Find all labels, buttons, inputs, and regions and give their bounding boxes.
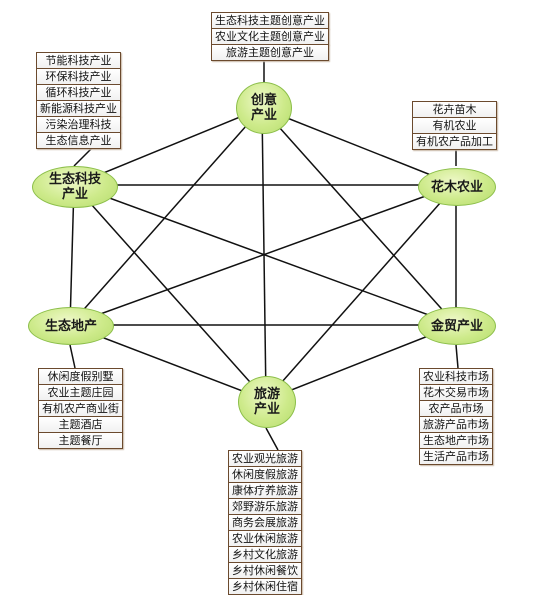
list-item: 污染治理科技 — [36, 116, 121, 133]
edge-huamu-dichan — [69, 184, 457, 326]
list-item: 循环科技产业 — [36, 84, 121, 101]
list-item: 休闲度假别墅 — [38, 368, 123, 385]
node-lvyou-label: 旅游 产业 — [253, 387, 280, 417]
list-item: 花卉苗木 — [412, 101, 497, 118]
list-item: 有机农产品加工 — [412, 133, 497, 150]
list-item: 旅游产品市场 — [419, 416, 493, 433]
connector-lower-left — [69, 344, 76, 369]
list-item: 农产品市场 — [419, 400, 493, 417]
list-item: 生活产品市场 — [419, 448, 493, 465]
list-item: 康体疗养旅游 — [228, 482, 302, 499]
connector-bottom — [265, 427, 279, 451]
list-item: 乡村休闲住宿 — [228, 578, 302, 595]
list-item: 休闲度假旅游 — [228, 466, 302, 483]
list-item: 生态科技主题创意产业 — [211, 12, 329, 29]
list-item: 乡村文化旅游 — [228, 546, 302, 563]
list-item: 有机农业 — [412, 117, 497, 134]
edge-keji-lvyou — [73, 184, 267, 401]
list-item: 郊野游乐旅游 — [228, 498, 302, 515]
list-item: 节能科技产业 — [36, 52, 121, 69]
node-jinmao: 金贸产业 — [418, 307, 496, 345]
node-huamu-label: 花木农业 — [430, 179, 483, 195]
list-upper-right: 花卉苗木 有机农业 有机农产品加工 — [412, 101, 497, 150]
edge-jinmao-lvyou — [265, 324, 457, 401]
node-chuangyi: 创意 产业 — [236, 82, 292, 134]
list-item: 旅游主题创意产业 — [211, 44, 329, 61]
edge-chuangyi-huamu — [261, 107, 457, 186]
list-upper-left: 节能科技产业 环保科技产业 循环科技产业 新能源科技产业 污染治理科技 生态信息… — [36, 52, 121, 149]
connector-upper-left — [73, 145, 95, 167]
edge-huamu-lvyou — [265, 184, 457, 401]
list-item: 生态地产市场 — [419, 432, 493, 449]
edge-chuangyi-jinmao — [261, 107, 457, 326]
list-lower-right: 农业科技市场 花木交易市场 农产品市场 旅游产品市场 生态地产市场 生活产品市场 — [419, 368, 493, 465]
node-shengtai-keji: 生态科技 产业 — [32, 166, 118, 208]
list-item: 花木交易市场 — [419, 384, 493, 401]
list-item: 环保科技产业 — [36, 68, 121, 85]
connector-lower-right — [455, 344, 459, 369]
list-item: 农业文化主题创意产业 — [211, 28, 329, 45]
list-item: 农业观光旅游 — [228, 450, 302, 467]
node-shengtai-keji-label: 生态科技 产业 — [48, 172, 101, 202]
node-lvyou: 旅游 产业 — [238, 376, 296, 428]
list-item: 生态信息产业 — [36, 132, 121, 149]
list-item: 乡村休闲餐饮 — [228, 562, 302, 579]
list-lower-left: 休闲度假别墅 农业主题庄园 有机农产商业街 主题酒店 主题餐厅 — [38, 368, 123, 449]
node-shengtai-dichan-label: 生态地产 — [44, 318, 97, 334]
list-top: 生态科技主题创意产业 农业文化主题创意产业 旅游主题创意产业 — [211, 12, 329, 61]
node-shengtai-dichan: 生态地产 — [28, 307, 114, 345]
node-jinmao-label: 金贸产业 — [430, 318, 483, 334]
list-item: 农业主题庄园 — [38, 384, 123, 401]
edge-chuangyi-dichan — [69, 107, 263, 326]
edge-keji-dichan — [69, 184, 75, 326]
list-item: 商务会展旅游 — [228, 514, 302, 531]
list-item: 农业休闲旅游 — [228, 530, 302, 547]
list-bottom: 农业观光旅游 休闲度假旅游 康体疗养旅游 郊野游乐旅游 商务会展旅游 农业休闲旅… — [228, 450, 302, 595]
list-item: 主题酒店 — [38, 416, 123, 433]
list-item: 农业科技市场 — [419, 368, 493, 385]
node-huamu: 花木农业 — [418, 168, 496, 206]
list-item: 新能源科技产业 — [36, 100, 121, 117]
list-item: 有机农产商业街 — [38, 400, 123, 417]
list-item: 主题餐厅 — [38, 432, 123, 449]
node-chuangyi-label: 创意 产业 — [250, 93, 277, 123]
